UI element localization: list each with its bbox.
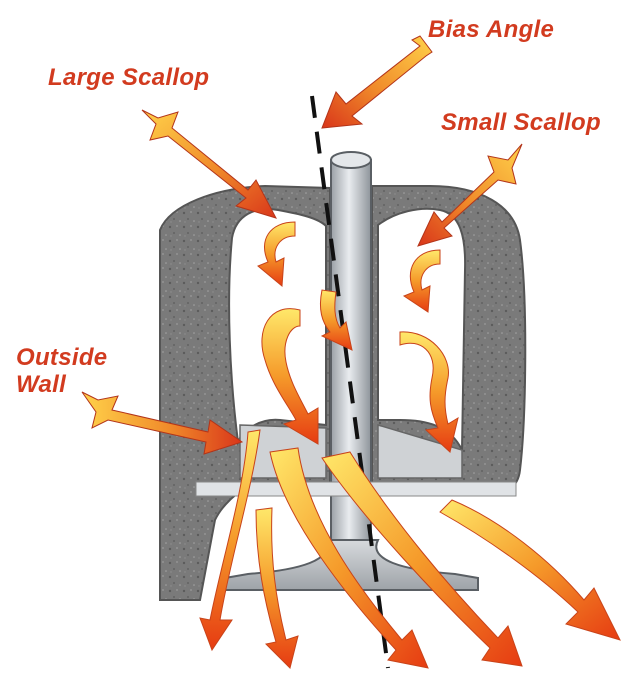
valve-stem-tip	[331, 152, 371, 168]
outside-wall-label-line1: Outside	[16, 344, 107, 371]
large-scallop-label: Large Scallop	[48, 64, 209, 91]
outside-wall-label: Outside Wall	[16, 344, 107, 398]
bias-angle-callout-arrow	[322, 36, 432, 128]
outside-wall-label-line2: Wall	[16, 371, 107, 398]
bias-angle-label: Bias Angle	[428, 16, 554, 43]
small-scallop-label: Small Scallop	[441, 109, 601, 136]
